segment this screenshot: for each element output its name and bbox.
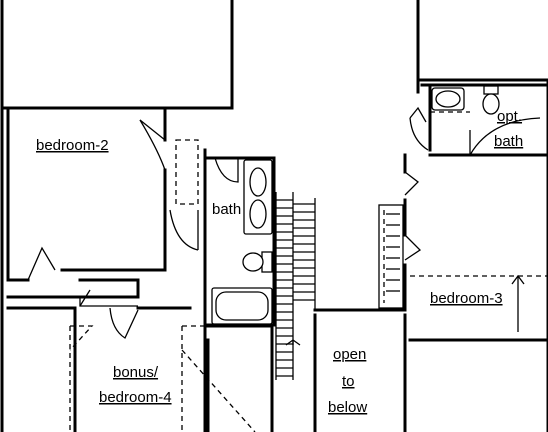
label-open-1: open [333,346,366,363]
closet [169,139,207,432]
label-bedroom-3: bedroom-3 [430,290,503,307]
bath-walls [206,156,276,432]
bedroom-3-walls [378,78,548,432]
bedroom-2-walls [6,106,167,282]
label-opt-bath-1: opt. [497,108,522,125]
label-opt-bath-2: bath [494,133,523,150]
opt-bath-walls [409,78,548,157]
room-labels: bedroom-2 bath opt. bath bedroom-3 bonus… [36,108,523,416]
bonus-room-walls [6,278,256,432]
staircase [275,192,407,380]
top-right-room-walls [416,0,548,82]
label-open-3: below [328,399,367,416]
label-bedroom-2: bedroom-2 [36,137,109,154]
open-to-below-walls [313,313,548,432]
top-left-room-walls [0,0,234,432]
label-open-2: to [342,373,355,390]
label-bath: bath [212,201,241,218]
label-bonus-1: bonus/ [113,364,159,381]
label-bonus-2: bedroom-4 [99,389,172,406]
